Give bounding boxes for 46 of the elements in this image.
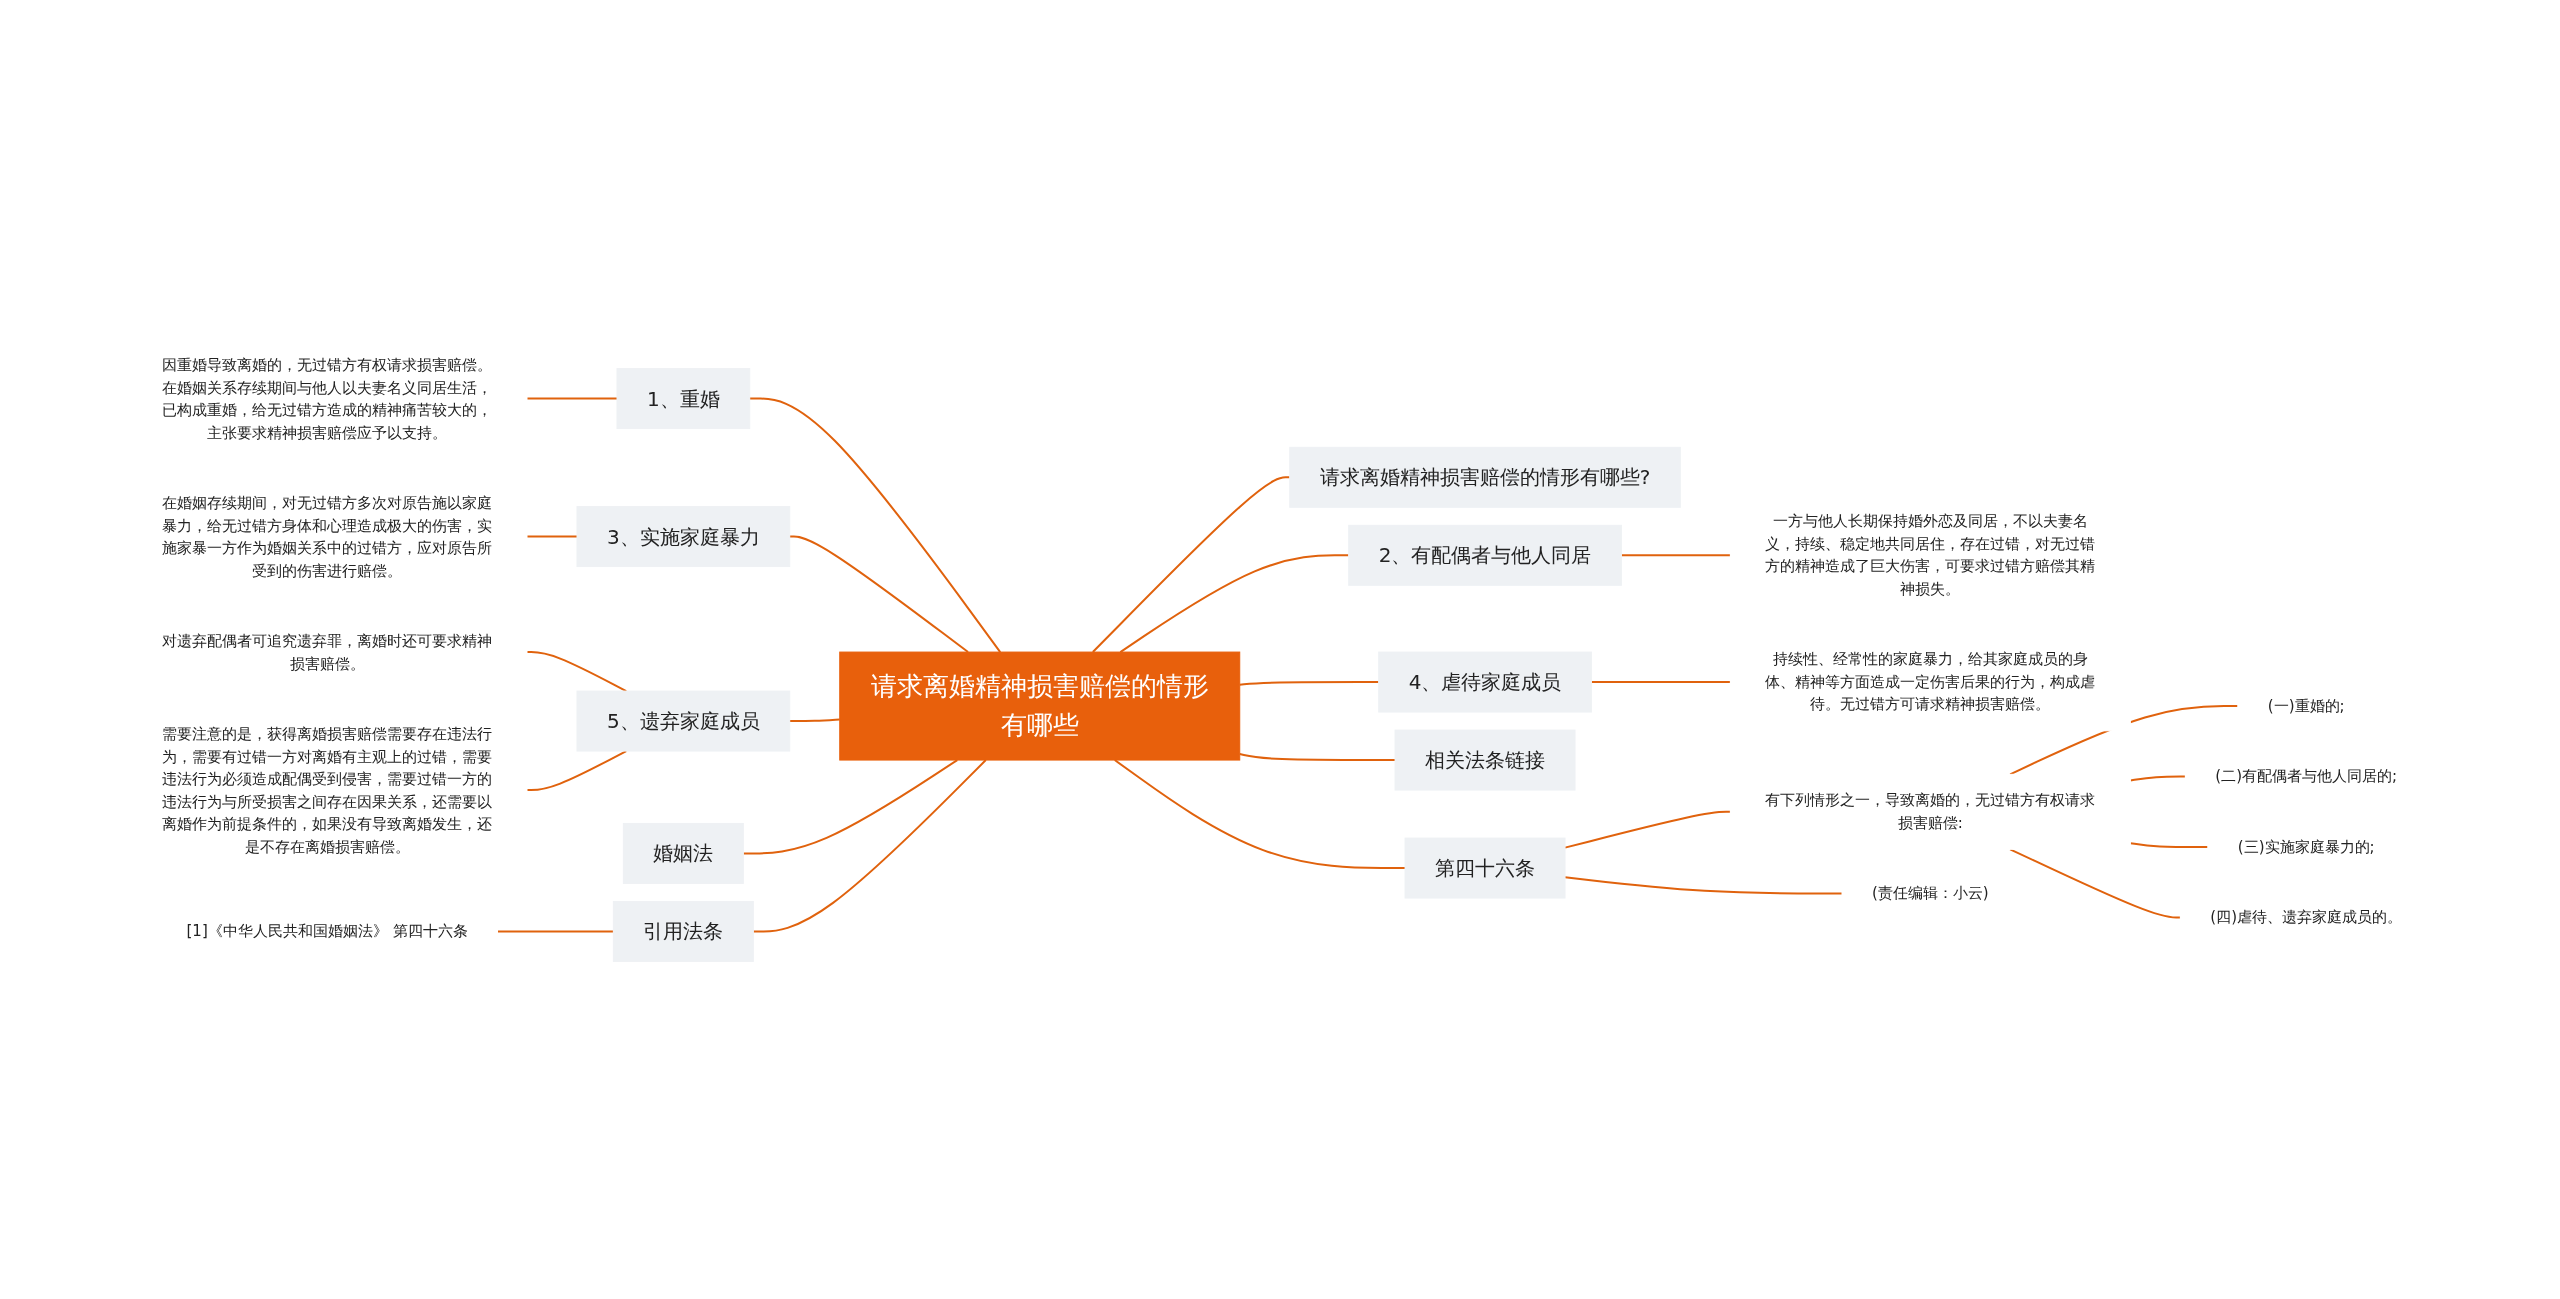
node-text: [1]《中华人民共和国婚姻法》 第四十六条	[186, 921, 468, 940]
connector	[752, 758, 988, 932]
node-text: 因重婚导致离婚的，无过错方有权请求损害赔偿。在婚姻关系存续期间与他人以夫妻名义同居生活，已构成重婚，给无过错方造成的精神痛苦较大的，主张要求精神损害赔偿应予以支持。	[162, 355, 493, 441]
connector	[1114, 758, 1407, 869]
connector	[789, 535, 970, 653]
node-text: 一方与他人长期保持婚外恋及同居，不以夫妻名义，持续、稳定地共同居住，存在过错，对无过错方的精神造成了巨大伤害，可要求过错方赔偿其精神损失。	[1765, 511, 2096, 598]
connector	[1620, 553, 1732, 556]
connector	[742, 758, 959, 854]
node-text: 需要注意的是，获得离婚损害赔偿需要存在违法行为，需要有过错一方对离婚有主观上的过错，需要违法行为必须造成配偶受到侵害，需要过错一方的违法行为与所受损害之间存在因果关系，还需要以离婚作为前提条件的，如果没有导致离婚发生，还是不存在离婚损害赔偿。	[162, 724, 493, 855]
connector	[526, 749, 628, 791]
node-box: 相关法条链接	[1395, 729, 1576, 791]
node-box: 婚姻法	[623, 822, 745, 884]
connector	[749, 397, 1002, 653]
node-text: 持续性、经常性的家庭暴力，给其家庭成员的身体、精神等方面造成一定伤害后果的行为，构成虐待。无过错方可请求精神损害赔偿。	[1765, 649, 2096, 713]
node-text: 对遗弃配偶者可追究遗弃罪，离婚时还可要求精神损害赔偿。	[162, 631, 493, 672]
connector	[1590, 680, 1732, 683]
node-text: (责任编辑：小云)	[1872, 883, 1990, 902]
connector	[789, 717, 842, 722]
node-box: 引用法条	[613, 900, 755, 962]
connector	[526, 650, 628, 692]
node-box: 2、有配偶者与他人同居	[1348, 524, 1623, 586]
connector	[526, 535, 579, 538]
node-box: 4、虐待家庭成员	[1378, 651, 1593, 713]
connector	[1564, 875, 1844, 895]
connector	[2129, 775, 2187, 781]
node-box: 1、重婚	[616, 367, 751, 429]
node-box: 请求离婚精神损害赔偿的情形有哪些?	[1289, 446, 1682, 508]
connector	[1119, 553, 1351, 653]
node-text: 有下列情形之一，导致离婚的，无过错方有权请求损害赔偿:	[1765, 790, 2096, 832]
node-text: (二)有配偶者与他人同居的;	[2215, 766, 2398, 785]
connector	[1092, 475, 1292, 653]
connector	[2129, 841, 2210, 848]
node-box: 第四十六条	[1405, 837, 1566, 899]
node-text: (四)虐待、遗弃家庭成员的。	[2210, 907, 2403, 926]
connector	[1239, 752, 1397, 761]
connector	[496, 929, 615, 932]
node-box: 3、实施家庭暴力	[576, 505, 791, 567]
node-text: (三)实施家庭暴力的;	[2238, 837, 2376, 856]
connector	[1239, 680, 1381, 686]
connector	[2009, 847, 2182, 919]
node-text: (一)重婚的;	[2268, 696, 2346, 715]
node-box: 请求离婚精神损害赔偿的情形有哪些	[839, 651, 1241, 761]
connector	[526, 397, 619, 400]
connector	[1564, 810, 1732, 849]
node-box: 5、遗弃家庭成员	[576, 690, 791, 752]
node-text: 在婚姻存续期间，对无过错方多次对原告施以家庭暴力，给无过错方身体和心理造成极大的伤害，实施家暴一方作为婚姻关系中的过错方，应对原告所受到的伤害进行赔偿。	[162, 493, 493, 579]
